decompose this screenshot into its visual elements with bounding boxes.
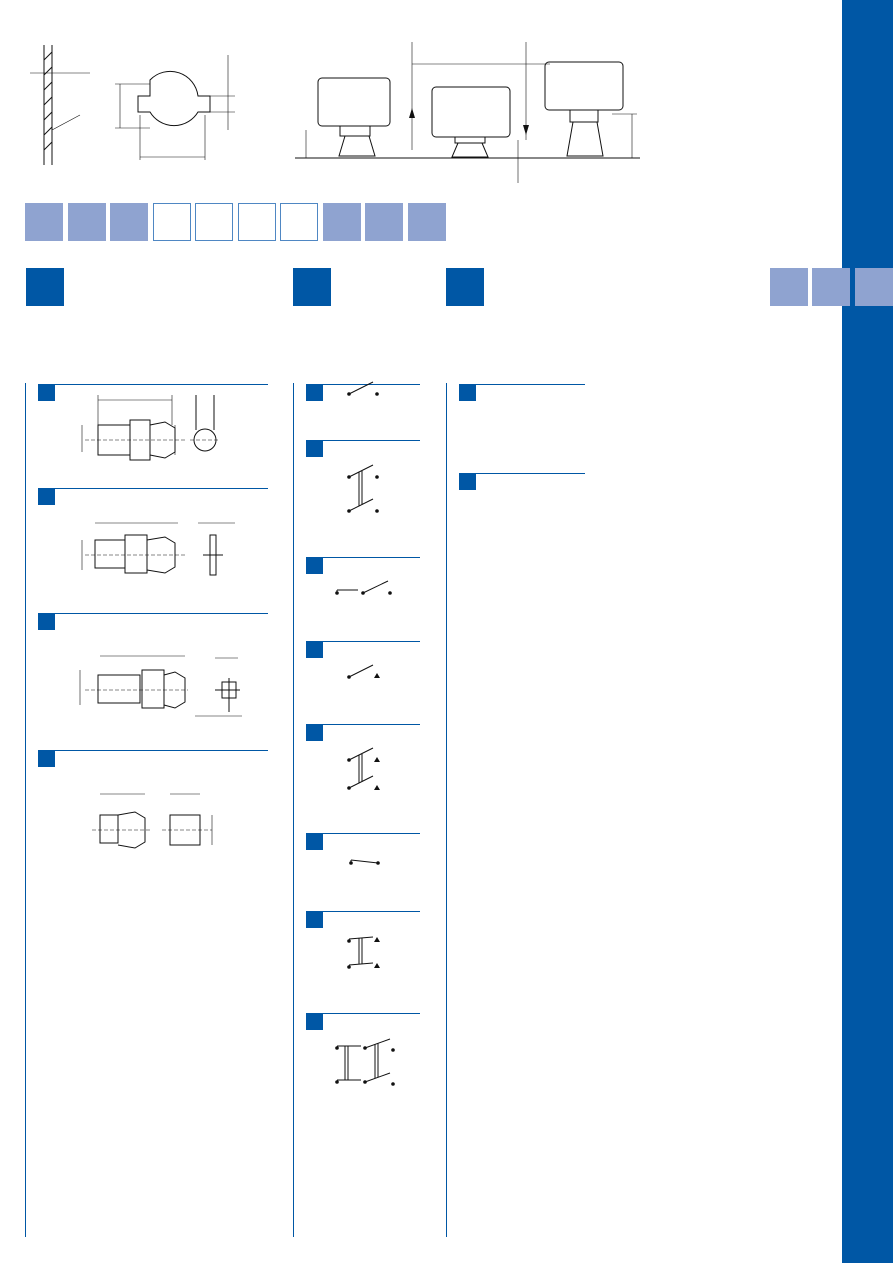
tile (110, 203, 148, 241)
switch-symbol-momentary (347, 664, 380, 679)
panel-cutout-drawing (30, 45, 235, 165)
tile (365, 203, 403, 241)
section-marker (306, 384, 323, 401)
section-rule (38, 750, 268, 751)
switch-symbol-dpst-no (347, 464, 379, 513)
switch-symbol-momentary-2p (347, 747, 380, 790)
section-marker (306, 1013, 323, 1030)
section-rule (306, 641, 420, 642)
switch-symbol-spdt (335, 580, 392, 595)
section-marker (459, 384, 476, 401)
column-divider (25, 383, 26, 1237)
section-marker (306, 724, 323, 741)
section-rule (306, 724, 420, 725)
tile (195, 203, 233, 241)
section-rule (306, 1013, 420, 1014)
actuator-drawing-2 (81, 522, 235, 576)
section-marker (38, 613, 55, 630)
switch-symbol-nc-2p (347, 936, 380, 969)
section-marker (306, 833, 323, 850)
section-rule (306, 557, 420, 558)
section-marker (38, 750, 55, 767)
column-marker-middle (293, 268, 331, 306)
tile (238, 203, 276, 241)
section-rule (306, 440, 420, 441)
section-marker (306, 641, 323, 658)
column-marker-left (26, 268, 64, 306)
switch-symbol-spst-no (347, 381, 379, 396)
section-rule (459, 384, 585, 385)
column-divider (293, 383, 294, 1237)
push-button-height-drawing (295, 42, 640, 183)
tile (770, 268, 808, 306)
section-rule (38, 384, 268, 385)
column-marker-right (446, 268, 484, 306)
section-marker (306, 911, 323, 928)
actuator-drawing-4 (92, 793, 213, 849)
actuator-drawing-3 (79, 655, 242, 717)
tile (68, 203, 106, 241)
tile (25, 203, 63, 241)
column-divider (446, 383, 447, 1237)
section-rule (459, 473, 585, 474)
section-marker (306, 440, 323, 457)
actuator-drawing-1 (81, 395, 220, 461)
switch-symbol-nc (349, 859, 380, 865)
tile (323, 203, 361, 241)
section-rule (306, 384, 420, 385)
tile (280, 203, 318, 241)
switch-symbol-dpdt (335, 1038, 395, 1086)
side-tab-bar (842, 0, 893, 1263)
tile (153, 203, 191, 241)
section-rule (306, 911, 420, 912)
section-marker (38, 488, 55, 505)
section-marker (459, 473, 476, 490)
tile (408, 203, 446, 241)
tile (855, 268, 893, 306)
section-rule (38, 613, 268, 614)
section-rule (38, 488, 268, 489)
section-marker (306, 557, 323, 574)
section-marker (38, 384, 55, 401)
section-rule (306, 833, 420, 834)
tile (812, 268, 850, 306)
